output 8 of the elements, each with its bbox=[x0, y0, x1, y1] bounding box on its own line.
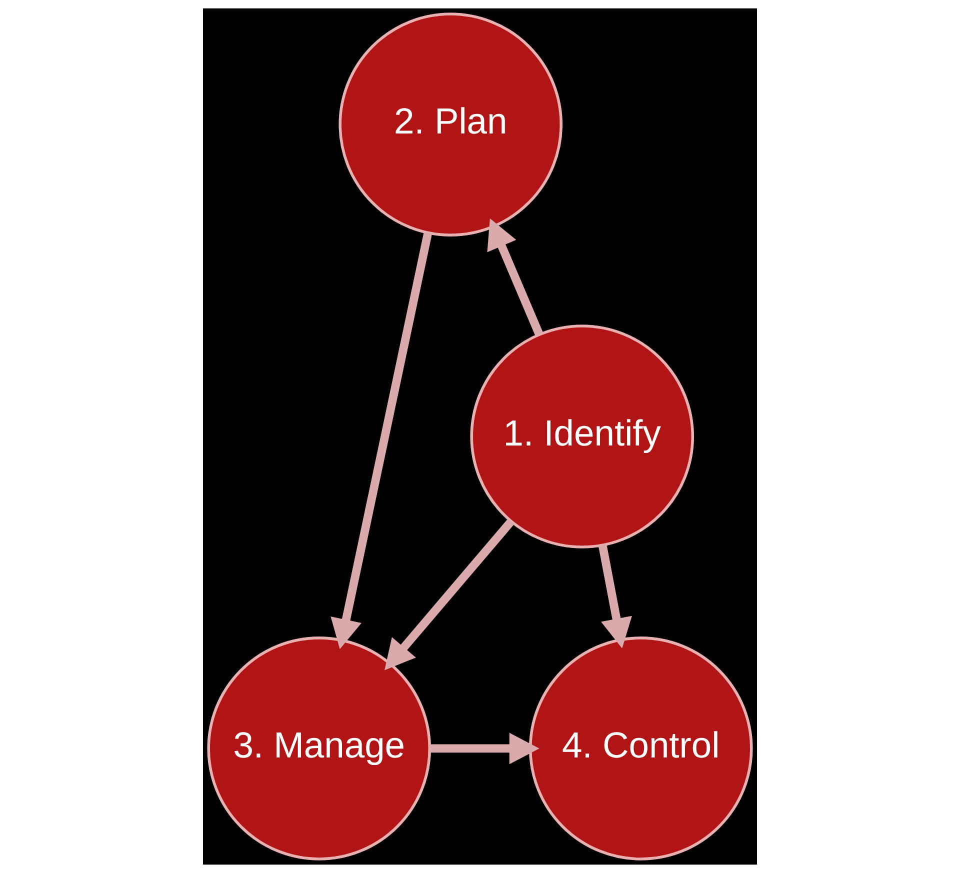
arrow bbox=[429, 732, 539, 764]
node-circle: 4. Control bbox=[528, 636, 752, 860]
arrow bbox=[486, 218, 543, 336]
node-circle: 1. Identify bbox=[470, 324, 694, 548]
arrow bbox=[330, 232, 432, 650]
arrow bbox=[384, 518, 514, 670]
node-circle: 2. Plan bbox=[338, 12, 562, 236]
arrow bbox=[598, 544, 632, 648]
